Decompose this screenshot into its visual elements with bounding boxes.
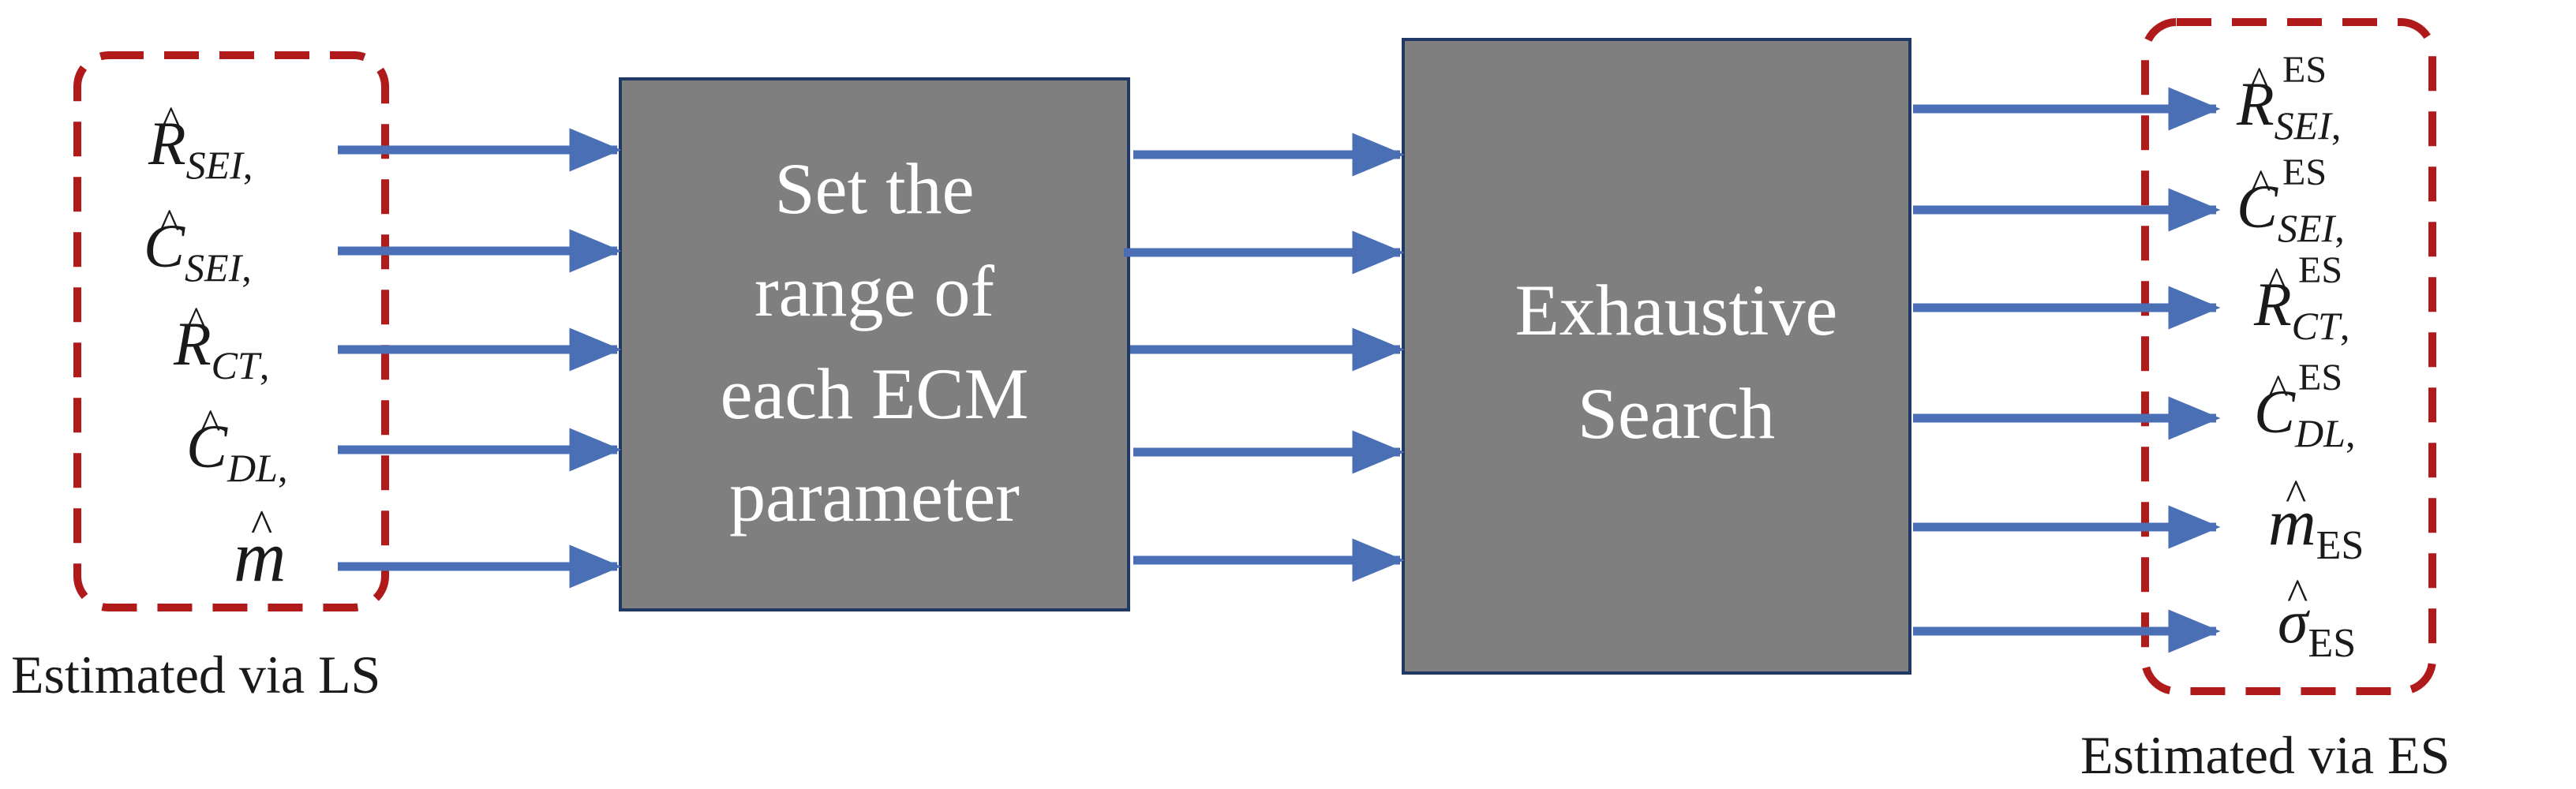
input-hat-c-sei: ^ [159,200,179,248]
output-hat-sigma: ^ [2287,570,2308,619]
output-group-border [2141,18,2436,695]
input-label-m: m [234,516,286,596]
output-hat-r-ct: ^ [2267,259,2286,306]
output-label-m: mES [2268,486,2364,568]
block1-line-1: Set the [775,148,975,229]
output-label-c-sei: CSEI, [2237,172,2345,250]
range-setting-block [619,77,1130,611]
block1-line-4: parameter [729,456,1020,537]
input-hat-m: ^ [251,500,272,552]
output-sup-c-sei: ES [2282,151,2327,193]
output-hat-c-dl: ^ [2268,366,2288,413]
input-label-c-dl: CDL, [186,412,287,490]
output-label-r-ct: RCT, [2253,270,2349,348]
input-label-r-ct: RCT, [173,309,269,387]
output-label-r-sei: RSEI, [2236,69,2341,148]
block2-line-2: Search [1578,373,1775,454]
block1-line-3: each ECM [721,353,1029,434]
input-hat-c-dl: ^ [200,401,220,448]
output-hat-m: ^ [2286,471,2306,520]
input-hat-r-sei: ^ [161,98,181,145]
input-label-c-sei: CSEI, [144,211,252,290]
output-hat-r-sei: ^ [2249,58,2269,106]
output-label-c-dl: CDL, [2254,377,2355,455]
exhaustive-search-block [1402,38,1911,675]
block2-line-1: Exhaustive [1515,270,1838,350]
output-sup-r-ct: ES [2298,249,2342,291]
output-sup-c-dl: ES [2298,357,2342,398]
input-label-r-sei: RSEI, [148,109,253,187]
input-hat-r-ct: ^ [186,298,206,346]
block1-line-2: range of [754,251,994,331]
input-caption: Estimated via LS [11,645,380,705]
output-label-sigma: σES [2278,587,2356,666]
output-sup-r-sei: ES [2282,49,2327,91]
input-group-border [73,51,389,611]
output-caption: Estimated via ES [2080,725,2450,785]
output-hat-c-sei: ^ [2251,161,2271,208]
